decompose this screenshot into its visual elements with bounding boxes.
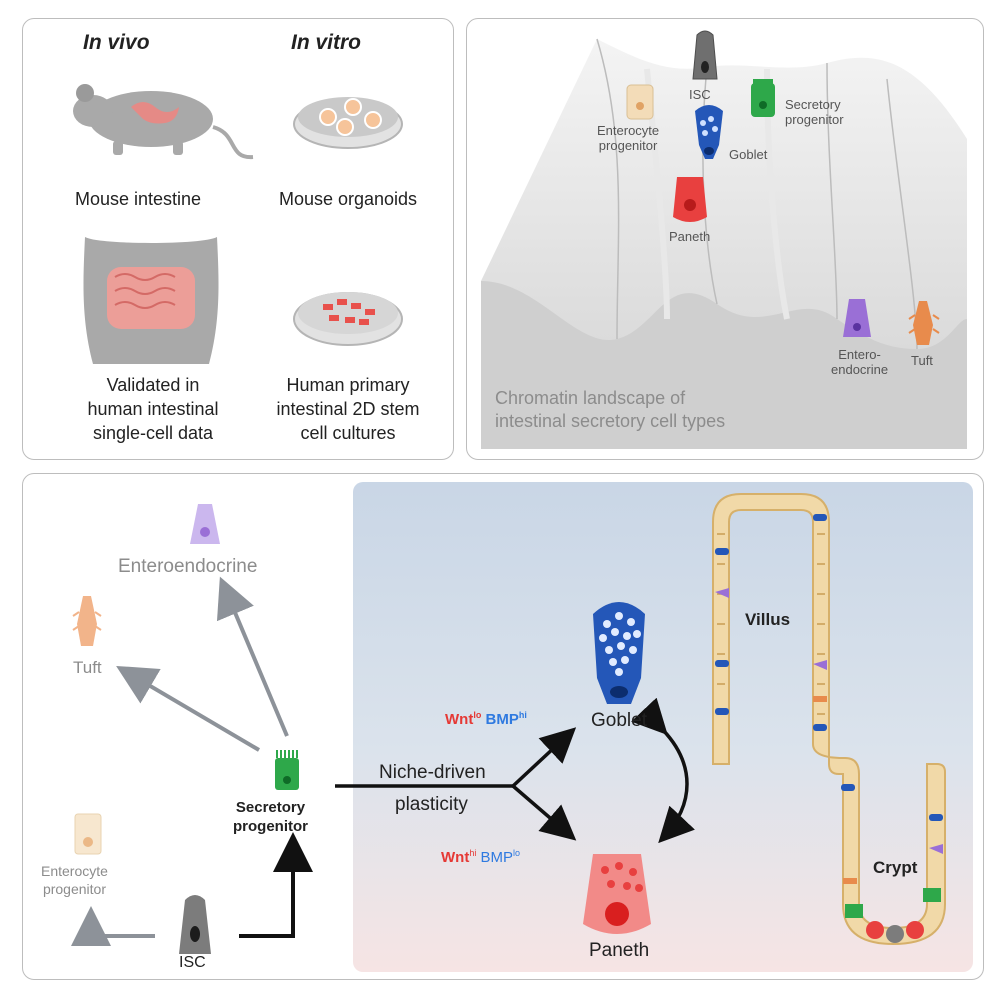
secretory-progenitor-icon [751,79,775,117]
goblet-label: Goblet [729,147,768,162]
wnt-sup: lo [473,710,482,720]
enteroendocrine-label: Enteroendocrine [118,556,258,577]
label-line: Secretory [235,799,306,816]
secretory-progenitor-label: Secretory progenitor [785,97,844,127]
arrow-to-enteroendocrine [216,576,289,737]
bmp-text: BMP [485,711,519,728]
bmp-sup: hi [518,710,527,720]
label-line: progenitor [598,138,658,153]
arrow-to-enterocyte [71,906,155,946]
arrow-to-secretory [239,832,313,938]
waddington-landscape [481,30,967,449]
human-validated-caption: Validated in human intestinal single-cel… [53,373,253,445]
villus-label: Villus [745,610,791,629]
in-vivo-header: In vivo [83,31,150,54]
in-vitro-header: In vitro [291,31,362,54]
arrow-to-paneth [511,784,577,841]
label-line: Secretory [785,97,841,112]
caption-line: cell cultures [300,423,396,443]
human-cultures-caption: Human primary intestinal 2D stem cell cu… [253,373,443,445]
goblet-label: Goblet [591,710,647,731]
paneth-label: Paneth [669,229,711,244]
niche-driven-label: Niche-driven [379,762,486,783]
landscape-caption: Chromatin landscape of intestinal secret… [495,387,725,433]
label-line: Enterocyte [597,123,660,138]
paneth-label: Paneth [589,940,650,961]
mouse-intestine-caption: Mouse intestine [74,189,202,209]
label-line: progenitor [233,818,308,835]
isc-cell-icon [179,895,211,954]
label-line: progenitor [785,112,844,127]
human-torso-icon [83,237,219,364]
paneth-cell-icon [673,177,707,222]
tuft-label: Tuft [73,658,102,677]
mouse-icon [73,84,254,160]
caption-line: Human primary [286,375,410,395]
isc-label: ISC [689,87,711,102]
crypt-label: Crypt [873,858,918,877]
tuft-label: Tuft [911,353,933,368]
enteroendocrine-cell-icon [843,299,871,337]
bmp-text: BMP [480,849,514,866]
enterocyte-progenitor-icon [74,813,102,855]
culture-dish-icon [293,292,403,346]
enteroendocrine-label: Entero- endocrine [831,347,888,377]
organoid-dish-icon [293,97,403,149]
caption-line: intestinal 2D stem [276,399,420,419]
label-line: endocrine [831,362,889,377]
enteroendocrine-cell-icon [190,504,220,544]
secretory-progenitor-label: Secretory progenitor [233,798,308,836]
enterocyte-progenitor-label: Enterocyte progenitor [597,123,659,153]
wnt-text: Wnt [441,849,470,866]
tuft-cell-icon [72,596,102,646]
arrow-to-tuft [116,665,261,752]
isc-label: ISC [179,954,206,971]
plasticity-label: plasticity [395,794,468,815]
label-line: progenitor [42,881,106,897]
mouse-organoids-caption: Mouse organoids [278,189,418,209]
paneth-cell-icon [583,854,651,934]
bmp-sup: lo [513,848,521,858]
wnt-lo-bmp-hi-label: Wntlo BMPhi [445,710,527,728]
goblet-cell-icon [695,105,723,159]
label-line: Entero- [838,347,881,362]
caption-line: Chromatin landscape of [495,388,686,408]
goblet-paneth-interconversion-arrow [631,697,695,844]
lineage-diagram [71,493,946,954]
secretory-progenitor-icon [275,750,299,790]
caption-line: single-cell data [92,423,214,443]
caption-line: intestinal secretory cell types [495,411,726,431]
enterocyte-progenitor-icon [626,84,654,120]
villus-crypt-structure [712,493,946,946]
enterocyte-progenitor-label: Enterocyte progenitor [41,862,108,898]
arrow-to-goblet [511,727,577,788]
wnt-text: Wnt [445,711,474,728]
label-line: Enterocyte [41,863,108,879]
lineage-plasticity-panel: Enteroendocrine Tuft Secretory progenito… [22,473,984,980]
wnt-hi-bmp-lo-label: Wnthi BMPlo [441,848,520,866]
caption-line: human intestinal [87,399,219,419]
goblet-cell-icon [593,602,645,704]
caption-line: Validated in [106,375,200,395]
wnt-sup: hi [469,848,477,858]
chromatin-landscape-panel: ISC Enterocyte progenitor Goblet Secreto… [466,18,984,460]
experimental-systems-panel: In vivo In vitro [22,18,454,460]
isc-cell-icon [692,30,718,80]
tuft-cell-icon [908,301,940,345]
experimental-systems-illustrations [73,84,403,364]
